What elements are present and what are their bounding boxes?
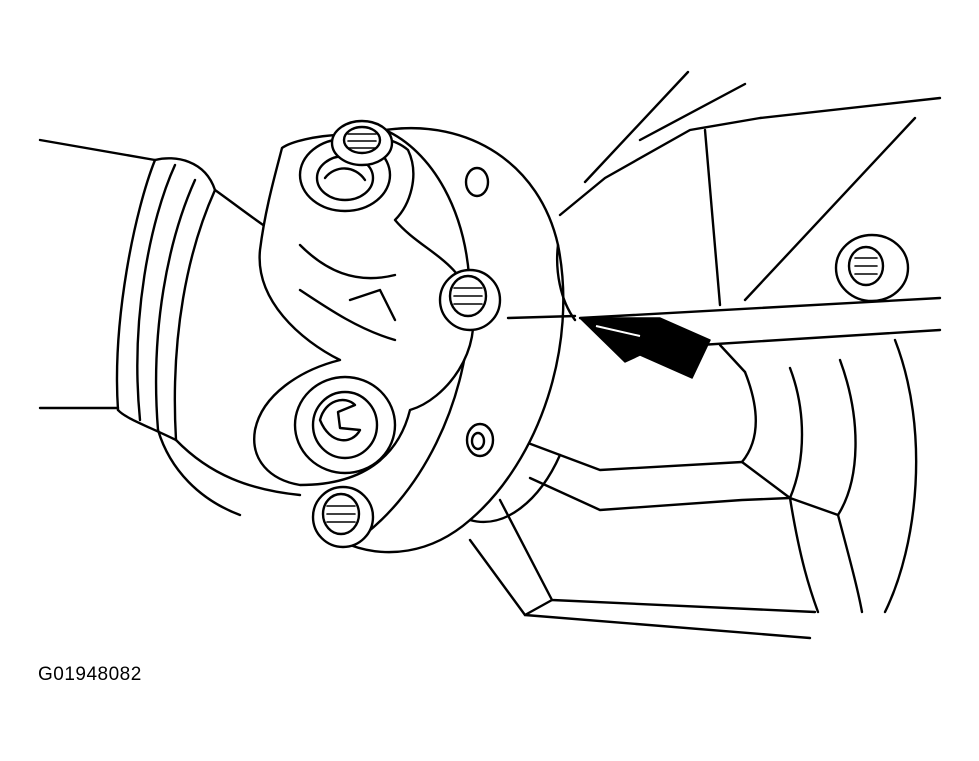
bolt-upper xyxy=(330,119,394,167)
bolt-middle xyxy=(438,268,502,332)
universal-joint-yoke xyxy=(253,133,475,487)
reference-mark-line xyxy=(506,314,577,320)
differential-housing xyxy=(468,70,942,640)
figure-code: G01948082 xyxy=(38,664,142,685)
pinion-flange xyxy=(348,127,577,554)
flange-bolts xyxy=(311,119,502,549)
pointer-arrow xyxy=(579,317,711,379)
bolt-lower xyxy=(311,485,375,549)
